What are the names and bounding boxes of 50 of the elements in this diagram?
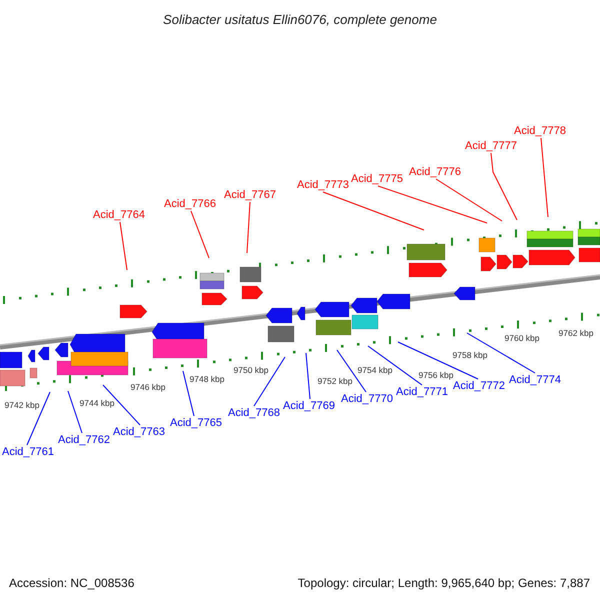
leader-line	[436, 178, 502, 222]
gene-label: Acid_7761	[2, 446, 54, 458]
gene-label: Acid_7776	[409, 166, 461, 178]
gene-label: Acid_7769	[283, 400, 335, 412]
leader-line	[490, 152, 518, 220]
leader-line	[306, 352, 310, 400]
gene-label: Acid_7762	[58, 434, 110, 446]
title: Solibacter usitatus Ellin6076, complete genome	[162, 11, 438, 29]
leader-line	[26, 392, 50, 446]
gene-label: Acid_7772	[453, 380, 505, 392]
gene-label: Acid_7765	[170, 417, 222, 429]
leader-line	[378, 186, 488, 224]
position-label: 9750 kbp	[234, 365, 268, 375]
gene-label: Acid_7778	[514, 125, 566, 137]
leader-line	[246, 202, 250, 254]
position-label: 9762 kbp	[558, 328, 594, 338]
leader-line	[540, 138, 548, 218]
position-label: 9748 kbp	[190, 374, 224, 384]
gene-label: Acid_7768	[228, 407, 280, 419]
position-label: 9742 kbp	[4, 400, 40, 410]
leader-line	[120, 222, 128, 270]
leader-line	[466, 332, 536, 374]
gene-label: Acid_7767	[224, 189, 276, 201]
leader-line	[254, 356, 286, 406]
position-label: 9756 kbp	[418, 370, 454, 380]
gene-label: Acid_7766	[164, 198, 216, 210]
leader-line	[68, 390, 82, 434]
genome-info: Accession: NC_008536	[9, 575, 134, 592]
leader-line	[398, 342, 478, 380]
leader-line	[190, 210, 210, 258]
leader-line	[368, 346, 422, 386]
gene-label: Acid_7775	[351, 173, 403, 185]
gene-label: Acid_7763	[113, 426, 165, 438]
gene-label: Acid_7770	[341, 393, 393, 405]
genome-info: Topology: circular; Length: 9,965,640 bp; Genes: 7,887	[298, 575, 590, 592]
gene-label: Acid_7774	[509, 374, 561, 386]
leader-line	[322, 192, 424, 230]
position-label: 9760 kbp	[504, 333, 540, 343]
gene-label: Acid_7773	[297, 179, 349, 191]
gene-label: Acid_7777	[465, 140, 517, 152]
position-label: 9746 kbp	[130, 382, 166, 392]
position-label: 9752 kbp	[318, 376, 352, 386]
position-label: 9744 kbp	[80, 398, 114, 408]
gene-label: Acid_7764	[93, 209, 145, 221]
leader-line	[182, 370, 194, 416]
position-label: 9754 kbp	[358, 365, 392, 375]
leader-line	[102, 384, 140, 426]
leader-line	[336, 350, 366, 392]
gene-label: Acid_7771	[396, 386, 448, 398]
position-label: 9758 kbp	[452, 350, 488, 360]
